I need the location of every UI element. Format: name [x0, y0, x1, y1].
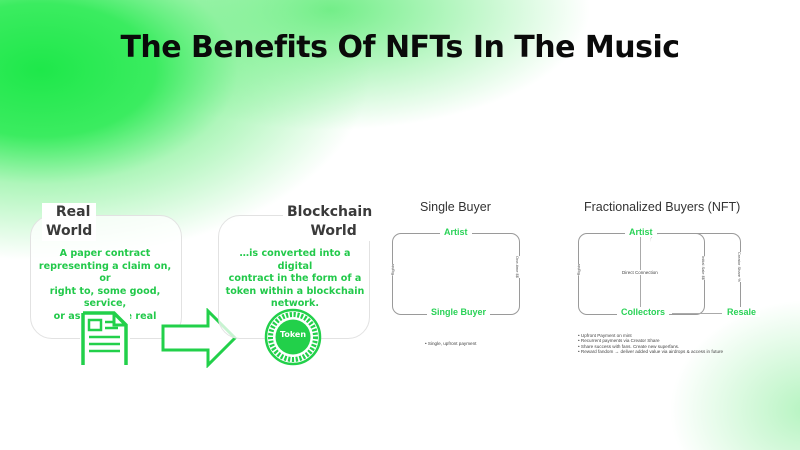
real-world-heading: Real World	[42, 203, 97, 241]
heading-line: Real	[55, 204, 91, 220]
desc-line: A paper contract	[59, 248, 151, 259]
bullet-item: Single, upfront payment	[425, 341, 477, 346]
desc-line: token within a blockchain	[225, 285, 365, 297]
fractionalized-title: Fractionalized Buyers (NFT)	[584, 200, 741, 214]
rights-edge-label: Rights	[390, 264, 395, 276]
heading-line: World	[46, 223, 93, 239]
page-title: The Benefits Of NFTs In The Music	[120, 30, 680, 65]
fractional-rights-edge-label: Rights	[576, 264, 581, 276]
single-buyer-buyer-node: Single Buyer	[427, 307, 491, 317]
direct-connection-label: Direct Connection	[620, 270, 660, 275]
token-label: Token	[279, 330, 307, 339]
desc-line: contract in the form of a	[228, 273, 362, 284]
resale-path	[650, 233, 741, 314]
token-badge: Token	[264, 308, 322, 366]
desc-line: …is converted into a digital	[239, 248, 351, 272]
desc-line: right to, some good, service,	[49, 285, 161, 310]
document-icon	[80, 310, 130, 365]
single-buyer-bullets: Single, upfront payment	[425, 341, 477, 346]
heading-line: Blockchain	[287, 204, 373, 220]
fractionalized-bullets: Upfront Payment on mint Recurrent paymen…	[578, 333, 723, 355]
heading-line: World	[310, 223, 357, 239]
single-buyer-title: Single Buyer	[420, 200, 491, 214]
creator-share-edge-label: Creator Share %	[737, 252, 742, 282]
desc-line: representing a claim on, or	[38, 260, 172, 285]
initial-sale-edge-label: Initial Sale $$	[701, 256, 706, 281]
fractional-artist-node: Artist	[625, 227, 657, 237]
bullet-item: Upfront Payment on mint	[578, 333, 723, 338]
resale-node: Resale	[723, 307, 761, 317]
blockchain-world-heading: Blockchain World	[283, 203, 377, 241]
bullet-item: Reward fandom → deliver added value via …	[578, 349, 723, 354]
bullet-item: Share success with fans. Create new supe…	[578, 344, 723, 349]
bullet-item: Recurrent payments via Creator Share	[578, 338, 723, 343]
desc-line: network.	[270, 298, 320, 309]
blockchain-world-description: …is converted into a digital contract in…	[225, 248, 365, 311]
token-badge-icon	[264, 308, 322, 366]
collectors-node: Collectors	[617, 307, 670, 317]
one-time-payment-edge-label: One-time $$	[515, 256, 520, 279]
single-buyer-artist-node: Artist	[440, 227, 472, 237]
collectors-to-resale-line	[672, 313, 722, 314]
single-buyer-cycle	[392, 233, 520, 315]
right-arrow-icon	[161, 308, 238, 368]
